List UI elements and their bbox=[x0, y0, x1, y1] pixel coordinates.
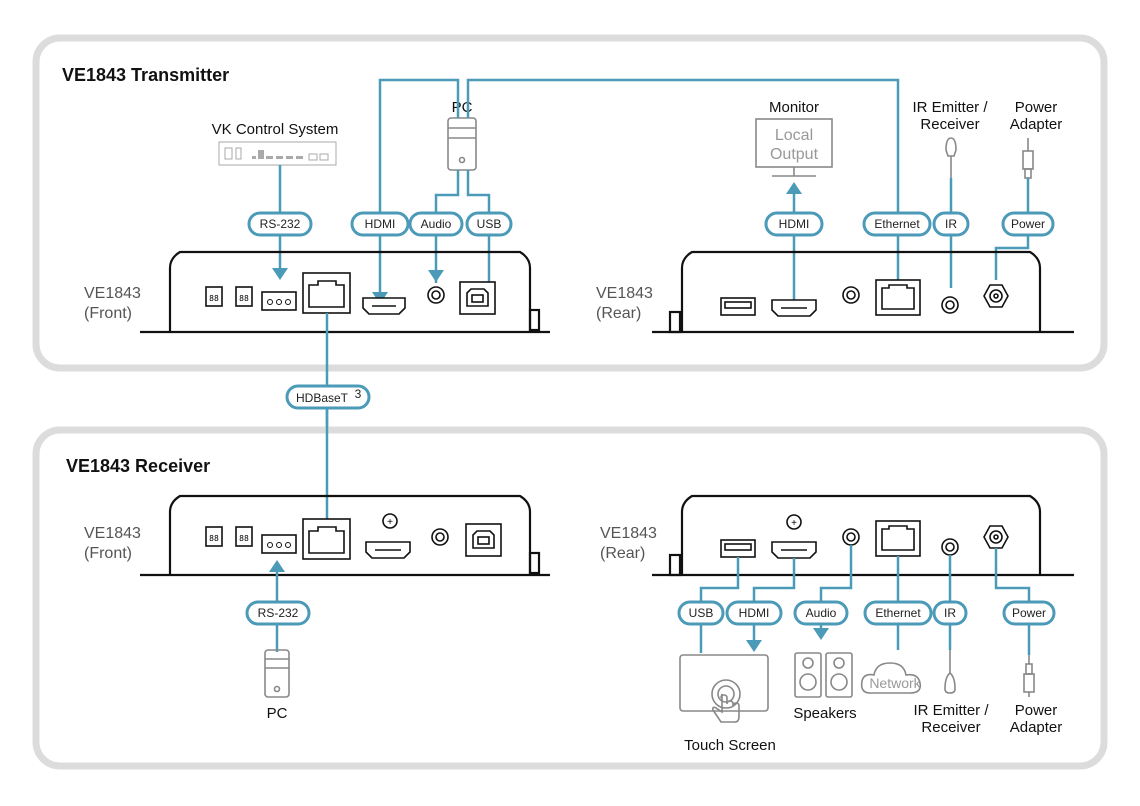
tx-pill-hdmi-out: HDMI bbox=[764, 211, 824, 237]
rx-ir-emitter-icon bbox=[944, 650, 956, 694]
vk-control-label: VK Control System bbox=[212, 121, 339, 138]
arrow-hdmi-up bbox=[786, 182, 802, 194]
rx-front-label-1: VE1843 bbox=[84, 525, 141, 542]
svg-text:88: 88 bbox=[239, 534, 249, 543]
touch-screen-icon bbox=[679, 654, 769, 723]
rx-front-device: 88 88 + bbox=[140, 494, 550, 577]
rx-front-label-2: (Front) bbox=[84, 545, 132, 562]
arrow-rx-audio-down bbox=[813, 628, 829, 640]
rx-pill-audio: Audio bbox=[793, 600, 849, 626]
svg-text:RS-232: RS-232 bbox=[260, 217, 301, 231]
rx-pc-icon bbox=[264, 649, 290, 698]
svg-text:Ethernet: Ethernet bbox=[875, 606, 921, 620]
svg-text:+: + bbox=[387, 517, 393, 528]
arrow-rx-rs232-up bbox=[269, 560, 285, 572]
rx-rear-label-1: VE1843 bbox=[600, 525, 657, 542]
tx-pill-power: Power bbox=[1001, 211, 1055, 237]
rx-pill-rs232: RS-232 bbox=[245, 600, 311, 626]
svg-text:HDBaseT: HDBaseT bbox=[296, 391, 349, 405]
touch-screen-label: Touch Screen bbox=[684, 737, 776, 754]
svg-text:88: 88 bbox=[209, 534, 219, 543]
svg-text:Audio: Audio bbox=[806, 606, 837, 620]
tx-pill-ethernet: Ethernet bbox=[862, 211, 932, 237]
svg-text:IR: IR bbox=[945, 217, 957, 231]
svg-text:IR: IR bbox=[944, 606, 956, 620]
svg-text:USB: USB bbox=[689, 606, 714, 620]
hdbaset-pill: HDBaseT 3 bbox=[285, 384, 371, 410]
tx-pill-rs232: RS-232 bbox=[247, 211, 313, 237]
rx-pc-label: PC bbox=[267, 705, 288, 722]
arrow-rx-hdmi-down bbox=[746, 640, 762, 652]
monitor-screen-line-2: Output bbox=[770, 146, 819, 163]
tx-ir-emitter-icon bbox=[945, 137, 957, 178]
monitor-icon: Local Output bbox=[755, 118, 833, 177]
tx-pill-hdmi-in: HDMI bbox=[350, 211, 410, 237]
rx-ir-device-label-2: Receiver bbox=[921, 719, 980, 736]
svg-text:Audio: Audio bbox=[421, 217, 452, 231]
svg-text:+: + bbox=[791, 518, 797, 529]
svg-text:HDMI: HDMI bbox=[365, 217, 396, 231]
vk-control-device bbox=[218, 141, 337, 166]
tx-power-adapter-icon bbox=[1022, 138, 1034, 179]
svg-text:Power: Power bbox=[1011, 217, 1045, 231]
svg-text:Power: Power bbox=[1012, 606, 1046, 620]
rx-rear-device: + bbox=[652, 494, 1074, 577]
tx-ir-device-label-1: IR Emitter / bbox=[912, 99, 988, 116]
rx-power-device-label-1: Power bbox=[1015, 702, 1058, 719]
tx-pc-icon bbox=[447, 117, 477, 171]
svg-text:RS-232: RS-232 bbox=[258, 606, 299, 620]
rx-rear-label-2: (Rear) bbox=[600, 545, 645, 562]
tx-rear-label-1: VE1843 bbox=[596, 285, 653, 302]
monitor-label: Monitor bbox=[769, 99, 819, 116]
rx-pill-ethernet: Ethernet bbox=[863, 600, 933, 626]
tx-power-device-label-1: Power bbox=[1015, 99, 1058, 116]
tx-pill-audio: Audio bbox=[408, 211, 464, 237]
monitor-screen-line-1: Local bbox=[775, 127, 813, 144]
rx-pill-hdmi: HDMI bbox=[725, 600, 783, 626]
tx-front-label-1: VE1843 bbox=[84, 285, 141, 302]
tx-pc-label: PC bbox=[452, 99, 473, 116]
rx-pill-power: Power bbox=[1002, 600, 1056, 626]
transmitter-title: VE1843 Transmitter bbox=[62, 65, 229, 85]
svg-text:HDMI: HDMI bbox=[739, 606, 770, 620]
svg-text:HDMI: HDMI bbox=[779, 217, 810, 231]
tx-ir-device-label-2: Receiver bbox=[920, 116, 979, 133]
arrow-rs232-down bbox=[272, 268, 288, 280]
svg-text:88: 88 bbox=[209, 294, 219, 303]
svg-text:Ethernet: Ethernet bbox=[874, 217, 920, 231]
tx-power-device-label-2: Adapter bbox=[1010, 116, 1063, 133]
tx-front-device: 88 88 bbox=[140, 250, 550, 334]
tx-pill-usb: USB bbox=[465, 211, 513, 237]
svg-text:USB: USB bbox=[477, 217, 502, 231]
network-cloud-icon: Network bbox=[860, 662, 922, 694]
transmitter-panel bbox=[32, 34, 1108, 372]
speakers-icon bbox=[794, 652, 853, 698]
rx-pill-usb: USB bbox=[677, 600, 725, 626]
tx-rear-label-2: (Rear) bbox=[596, 305, 641, 322]
rx-power-adapter-icon bbox=[1023, 655, 1035, 697]
rx-power-device-label-2: Adapter bbox=[1010, 719, 1063, 736]
rx-pill-ir: IR bbox=[932, 600, 968, 626]
tx-front-label-2: (Front) bbox=[84, 305, 132, 322]
receiver-title: VE1843 Receiver bbox=[66, 456, 210, 476]
tx-rear-device bbox=[652, 250, 1074, 334]
speakers-label: Speakers bbox=[793, 705, 856, 722]
rx-ir-device-label-1: IR Emitter / bbox=[913, 702, 989, 719]
svg-text:Network: Network bbox=[869, 675, 921, 691]
svg-text:3: 3 bbox=[355, 387, 362, 401]
svg-text:88: 88 bbox=[239, 294, 249, 303]
receiver-panel bbox=[32, 426, 1108, 770]
tx-pill-ir: IR bbox=[932, 211, 970, 237]
arrow-audio-down bbox=[428, 270, 444, 282]
